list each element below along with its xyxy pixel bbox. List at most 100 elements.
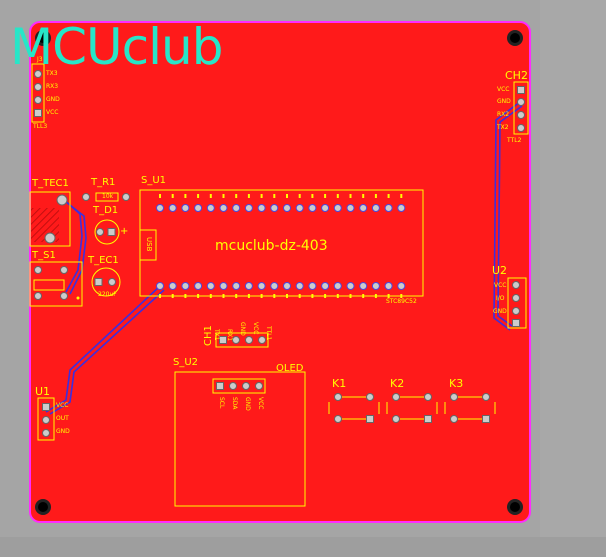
module-pin-pad — [333, 204, 342, 212]
module-pin-pad — [397, 204, 406, 212]
ch1-pin-2: RX1 — [226, 329, 233, 342]
module-pin-pad — [181, 204, 190, 212]
module-pin-pad — [333, 282, 342, 290]
t-r1-label: T_R1 — [91, 177, 116, 188]
module-pin-pad — [206, 282, 215, 290]
key-k3-label: K3 — [449, 377, 464, 390]
t-tec1-component — [29, 191, 71, 247]
t-d1-label: T_D1 — [93, 205, 119, 216]
module-pin-pad — [359, 204, 368, 212]
module-pin-marker — [374, 294, 377, 298]
module-pin-marker — [209, 294, 212, 298]
module-pin-marker — [324, 194, 327, 198]
mounting-holes — [35, 30, 523, 515]
module-pin-pad — [270, 282, 279, 290]
module-pin-pad — [346, 204, 355, 212]
ch2-pin-1: VCC — [497, 86, 510, 93]
module-pin-marker — [324, 294, 327, 298]
t-d1-plus: + — [120, 226, 129, 237]
oled-pin-4: VCC — [257, 397, 264, 410]
module-pin-pad — [384, 204, 393, 212]
module-pin-pad — [283, 282, 291, 290]
module-pin-marker — [400, 294, 403, 298]
t-r1-component — [82, 192, 130, 202]
module-pin-pad — [346, 282, 355, 290]
u2-component — [507, 277, 527, 329]
s-u1-name: mcuclub-dz-403 — [215, 238, 328, 254]
ch1-pin-4: VCC — [252, 322, 259, 335]
module-pin-marker — [362, 294, 365, 298]
module-pin-pad — [371, 204, 380, 212]
module-pin-marker — [311, 194, 314, 198]
s-u1-usb: USB — [145, 237, 153, 252]
j3-pin-4: VCC — [46, 109, 59, 116]
ch2-pin-4: TX2 — [497, 124, 509, 131]
pcb-board — [29, 21, 531, 523]
module-pin-marker — [400, 194, 403, 198]
key-k3 — [444, 393, 496, 423]
s-u1-module — [139, 189, 424, 298]
module-pin-marker — [362, 194, 365, 198]
ch1-footer: TTL1 — [265, 326, 272, 341]
u1-component — [37, 397, 55, 441]
ch1-pin-1: TX1 — [213, 329, 220, 341]
module-pin-marker — [349, 294, 352, 298]
module-pin-pad — [168, 204, 177, 212]
module-pin-pad — [232, 204, 241, 212]
module-pin-marker — [311, 294, 314, 298]
ch2-label: CH2 — [505, 69, 528, 82]
j3-pin-2: RX3 — [46, 83, 59, 90]
module-pin-marker — [171, 294, 174, 298]
traces — [45, 101, 523, 415]
module-pin-marker — [374, 194, 377, 198]
module-pin-pad — [257, 282, 266, 290]
module-pin-marker — [387, 194, 390, 198]
module-pin-pad — [244, 204, 253, 212]
module-pin-pad — [308, 282, 317, 290]
module-pin-pad — [232, 282, 241, 290]
t-ec1-value: 220uF — [98, 291, 117, 298]
module-pin-marker — [247, 294, 250, 298]
module-pin-pad — [295, 204, 304, 212]
module-pin-marker — [286, 194, 288, 198]
module-pin-pad — [194, 204, 203, 212]
module-pin-marker — [260, 194, 263, 198]
bottom-strip — [0, 537, 606, 557]
ch1-connector — [215, 332, 269, 348]
t-r1-value: 10k — [102, 193, 114, 200]
j3-connector — [31, 63, 45, 123]
module-pin-marker — [273, 294, 276, 298]
s-u1-ref: STC89C52 — [386, 298, 417, 305]
u1-pin-2: OUT — [56, 415, 69, 422]
s-u1-label: S_U1 — [141, 175, 167, 186]
u2-label: U2 — [492, 264, 508, 277]
t-d1-component — [94, 219, 120, 245]
module-pin-marker — [336, 194, 339, 198]
oled-pin-3: GND — [244, 397, 251, 411]
module-pin-pad — [359, 282, 368, 290]
oled-title: OLED — [276, 363, 304, 374]
key-k1-label: K1 — [332, 377, 347, 390]
module-pin-pad — [371, 282, 380, 290]
module-pin-marker — [184, 194, 187, 198]
ch2-connector — [513, 81, 529, 135]
j3-footer: TLL3 — [33, 123, 48, 130]
module-pin-marker — [298, 294, 301, 298]
module-pin-marker — [260, 294, 263, 298]
module-pin-marker — [336, 294, 339, 298]
module-pin-pad — [206, 204, 215, 212]
module-pin-pad — [321, 204, 330, 212]
module-pin-pad — [283, 204, 291, 212]
module-pin-pad — [270, 204, 279, 212]
oled-pin-2: SDA — [231, 397, 238, 410]
t-s1-label: T_S1 — [32, 250, 56, 261]
module-pin-pad — [156, 282, 164, 290]
right-background — [540, 0, 606, 537]
j3-label: J3 — [37, 56, 43, 63]
key-k1 — [328, 393, 380, 423]
module-pin-marker — [235, 294, 238, 298]
mcuclub-logo: MCUclub — [10, 18, 223, 76]
module-pin-pad — [194, 282, 203, 290]
keys — [328, 393, 496, 423]
